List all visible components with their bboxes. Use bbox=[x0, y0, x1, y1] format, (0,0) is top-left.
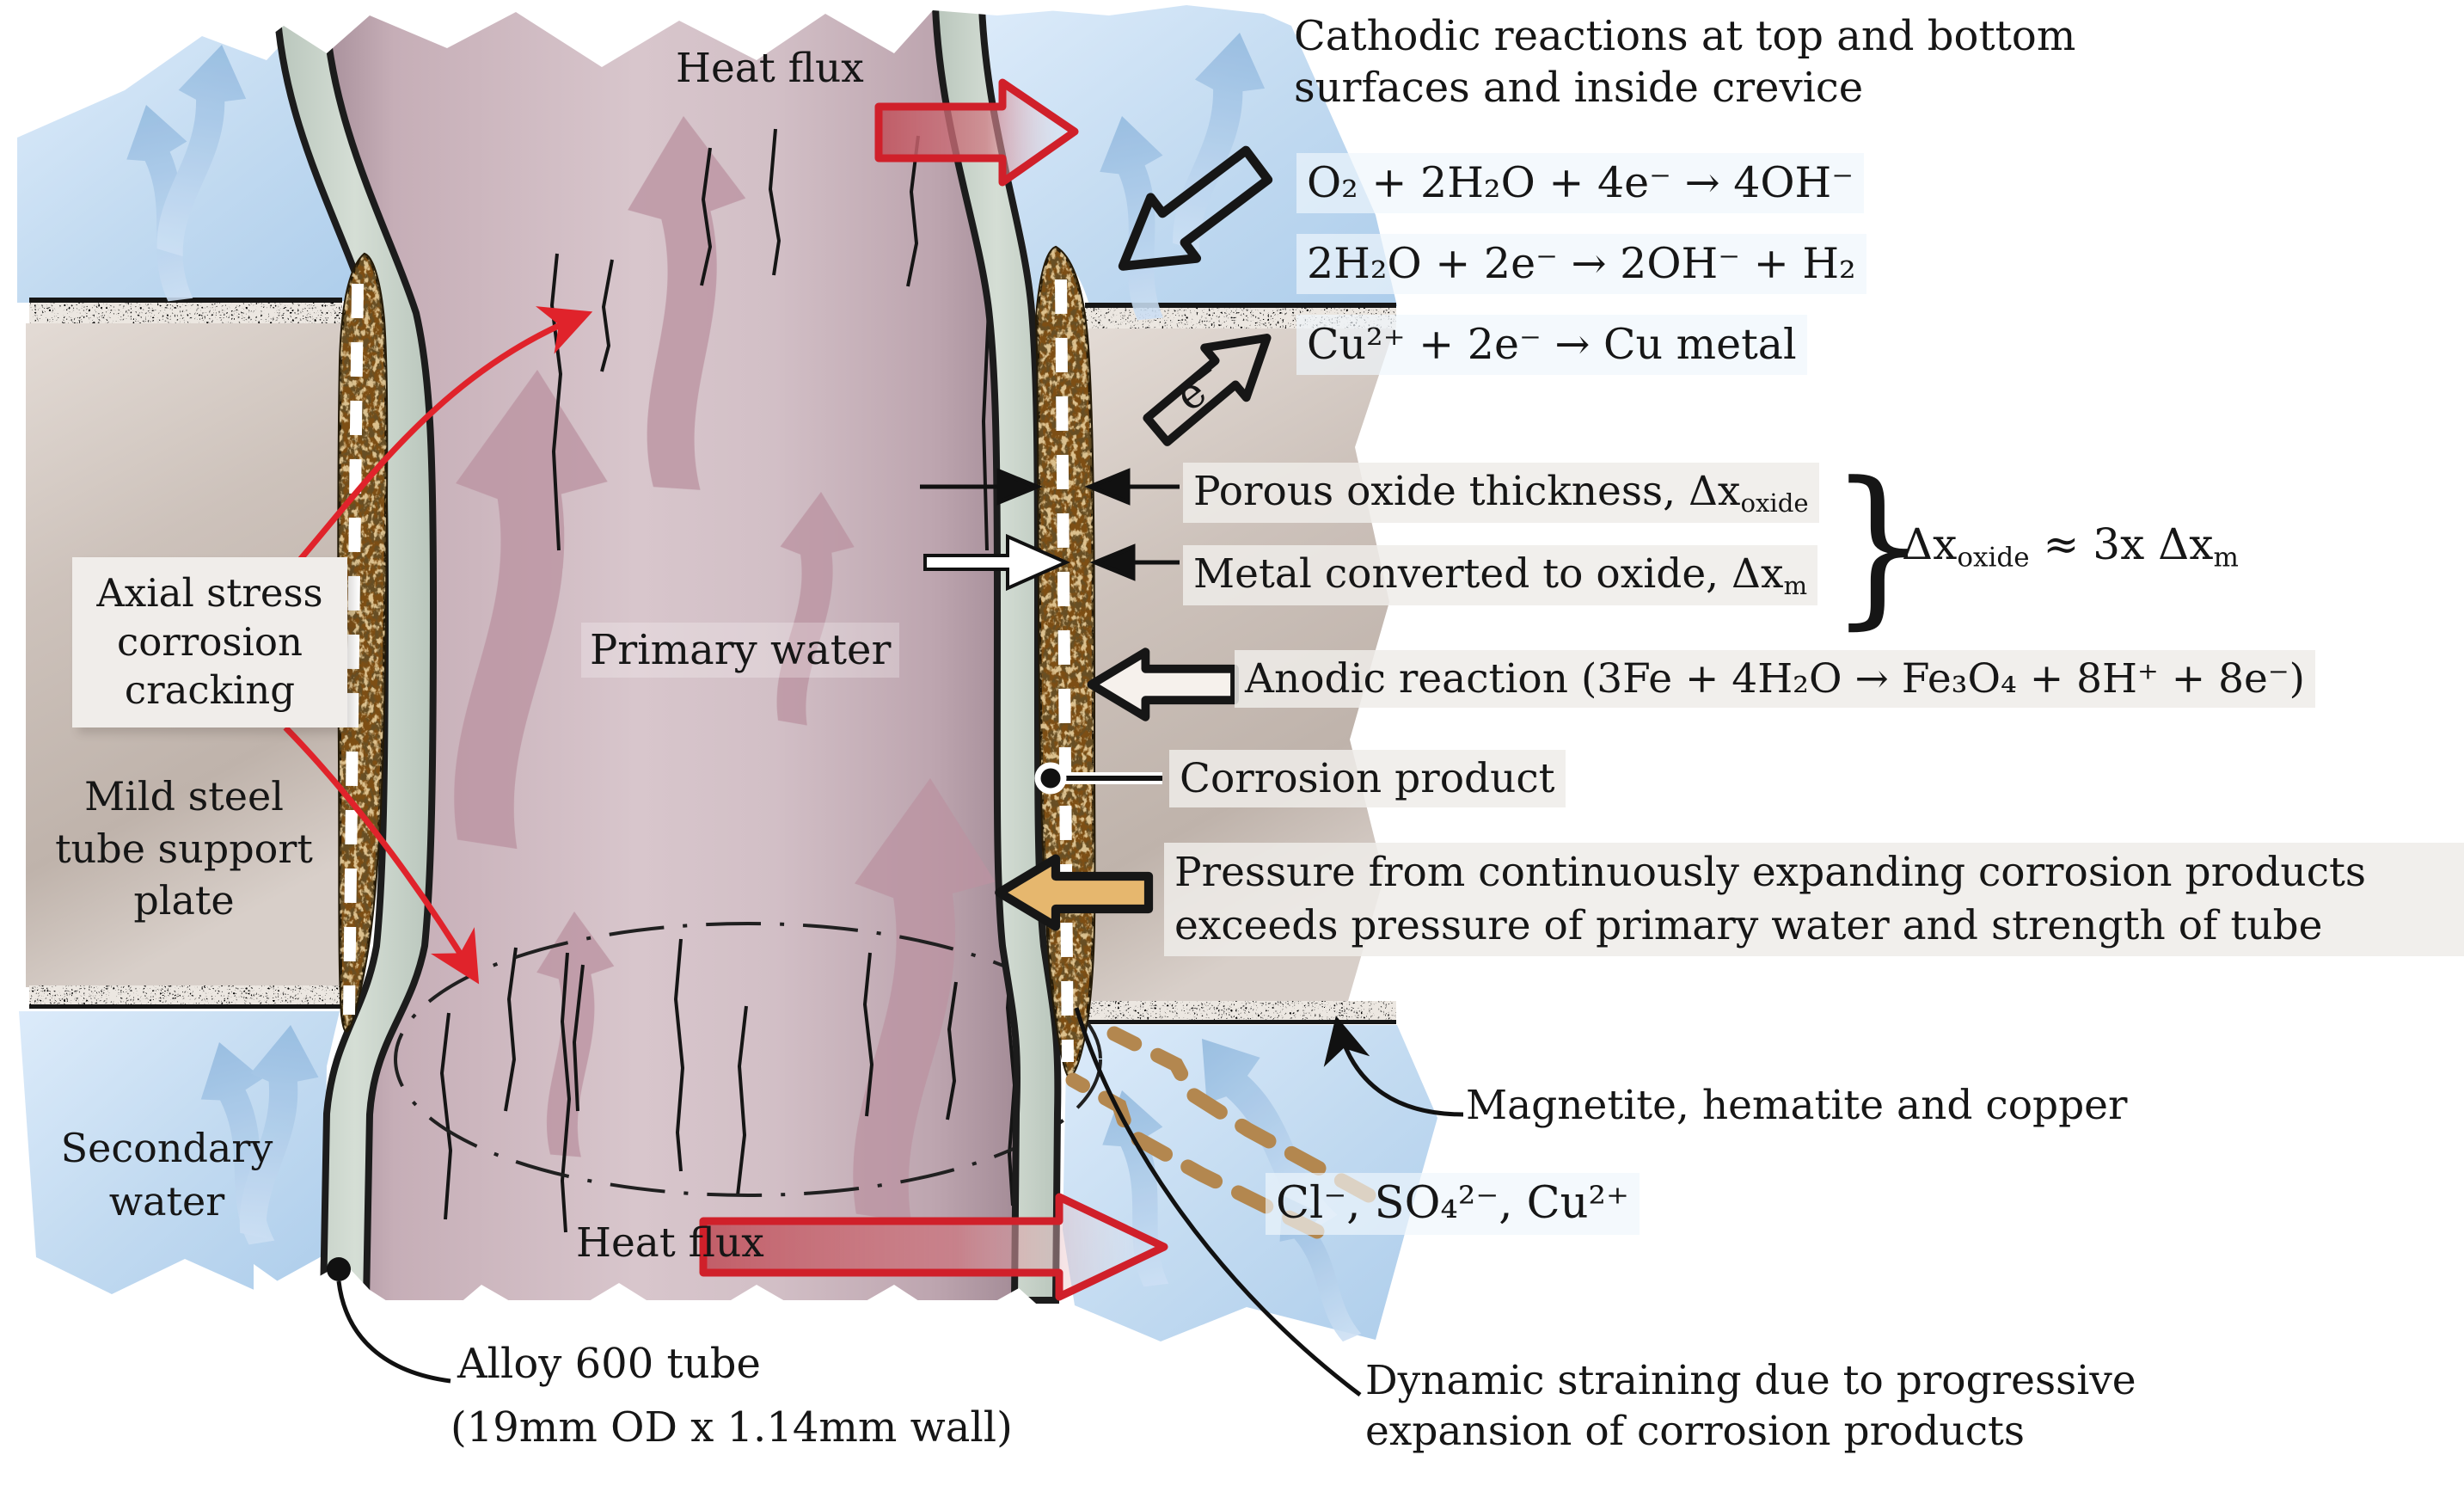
anodic-reaction-label: Anodic reaction (3Fe + 4H₂O → Fe₃O₄ + 8H… bbox=[1235, 650, 2315, 709]
oxide-ratio-label: Δxoxide ≈ 3x Δxm bbox=[1902, 518, 2239, 575]
bulge-ellipse bbox=[394, 922, 1102, 1197]
oxide-ratio-p1: Δx bbox=[1902, 519, 1958, 569]
crack-line bbox=[600, 259, 614, 372]
heat-flux-bottom-label: Heat flux bbox=[576, 1218, 764, 1268]
secondary-water-top-right bbox=[985, 5, 1397, 310]
pressure-label: Pressure from continuously expanding cor… bbox=[1164, 843, 2464, 957]
corrosion-product-text: Corrosion product bbox=[1180, 755, 1555, 802]
crack-line bbox=[573, 964, 585, 1112]
axial-cracking-pointer-top bbox=[297, 306, 593, 563]
heat-flux-arrow-bottom-icon bbox=[699, 1193, 1168, 1301]
crack-line bbox=[736, 1005, 748, 1196]
heat-flux-arrow-top-icon bbox=[874, 78, 1079, 187]
primary-water-text: Primary water bbox=[590, 626, 892, 674]
dynamic-straining-leader bbox=[1074, 1007, 1362, 1397]
tear-bottom bbox=[254, 1262, 1059, 1359]
dynamic-straining-label: Dynamic straining due to progressive exp… bbox=[1365, 1355, 2182, 1457]
alloy-tube-text1: Alloy 600 tube bbox=[457, 1340, 761, 1388]
crack-line bbox=[440, 1012, 452, 1220]
crack-line bbox=[561, 952, 571, 1233]
crack-line bbox=[550, 253, 562, 551]
support-plate-text: Mild steel tube support plate bbox=[55, 773, 313, 924]
metal-converted-text: Metal converted to oxide, Δx bbox=[1193, 550, 1784, 598]
heat-flux-top-text: Heat flux bbox=[676, 45, 864, 92]
porous-oxide-text: Porous oxide thickness, Δx bbox=[1193, 468, 1741, 515]
tear-top bbox=[267, 0, 1079, 67]
dynamic-straining-text: Dynamic straining due to progressive exp… bbox=[1365, 1357, 2136, 1456]
corrosion-product-label: Corrosion product bbox=[1169, 750, 1566, 808]
alloy-tube-leader bbox=[336, 1280, 451, 1384]
leader-lines bbox=[283, 306, 1464, 1397]
heat-flux-bottom-text: Heat flux bbox=[576, 1219, 764, 1267]
deposit-dashed-line-left bbox=[343, 283, 364, 1016]
porous-oxide-sub: oxide bbox=[1740, 488, 1809, 519]
crevice-deposits bbox=[337, 246, 1096, 1078]
heat-flux-arrows bbox=[699, 78, 1168, 1301]
eq-copper-text: Cu²⁺ + 2e⁻ → Cu metal bbox=[1307, 320, 1797, 369]
crack-line bbox=[504, 947, 518, 1112]
ions-label: Cl⁻, SO₄²⁻, Cu²⁺ bbox=[1266, 1173, 1640, 1236]
eq-water-text: 2H₂O + 2e⁻ → 2OH⁻ + H₂ bbox=[1307, 239, 1856, 288]
oxide-ratio-p2: ≈ 3x Δx bbox=[2029, 519, 2214, 569]
eq-oxygen-text: O₂ + 2H₂O + 4e⁻ → 4OH⁻ bbox=[1307, 158, 1854, 207]
deposit-dashed-line-right bbox=[1055, 279, 1074, 1063]
magnetite-text: Magnetite, hematite and copper bbox=[1466, 1082, 2128, 1129]
tube-interior bbox=[325, 7, 1018, 1300]
porous-oxide-label: Porous oxide thickness, Δxoxide bbox=[1183, 463, 1819, 523]
oxide-ratio-s2: m bbox=[2213, 542, 2239, 574]
metal-converted-white-arrow-icon bbox=[923, 533, 1070, 592]
alloy-tube-label-line1: Alloy 600 tube bbox=[457, 1338, 761, 1390]
crack-line bbox=[674, 938, 684, 1172]
pressure-text: Pressure from continuously expanding cor… bbox=[1174, 849, 2367, 950]
heat-flux-top-label: Heat flux bbox=[676, 43, 864, 94]
cathodic-heading-text: Cathodic reactions at top and bottom sur… bbox=[1294, 12, 2076, 113]
cathodic-eq-oxygen: O₂ + 2H₂O + 4e⁻ → 4OH⁻ bbox=[1296, 153, 1865, 213]
anodic-reaction-text: Anodic reaction (3Fe + 4H₂O → Fe₃O₄ + 8H… bbox=[1245, 655, 2305, 703]
crack-line bbox=[863, 952, 873, 1117]
crack-line bbox=[700, 147, 712, 286]
axial-cracking-pointer-bottom bbox=[283, 725, 480, 985]
magnetite-leader bbox=[1323, 1016, 1464, 1117]
secondary-water-label: Secondary water bbox=[48, 1121, 285, 1228]
oxide-measure-arrows bbox=[920, 468, 1180, 592]
alloy-tube-label-line2: (19mm OD x 1.14mm wall) bbox=[451, 1402, 1013, 1453]
secondary-water-text: Secondary water bbox=[60, 1125, 273, 1225]
axial-cracking-text: Axial stress corrosion cracking bbox=[96, 570, 323, 714]
axial-cracking-label: Axial stress corrosion cracking bbox=[72, 557, 347, 728]
metal-converted-sub: m bbox=[1783, 571, 1808, 601]
primary-water-label: Primary water bbox=[581, 623, 900, 678]
cathodic-eq-water: 2H₂O + 2e⁻ → 2OH⁻ + H₂ bbox=[1296, 234, 1866, 294]
crack-line bbox=[946, 981, 958, 1120]
crack-line bbox=[769, 128, 781, 276]
oxide-brace: } bbox=[1830, 453, 1927, 637]
alloy-tube-text2: (19mm OD x 1.14mm wall) bbox=[451, 1403, 1013, 1452]
magnetite-label: Magnetite, hematite and copper bbox=[1466, 1080, 2127, 1131]
cathodic-heading: Cathodic reactions at top and bottom sur… bbox=[1294, 10, 2102, 114]
support-plate-label: Mild steel tube support plate bbox=[40, 770, 328, 927]
oxide-ratio-s1: oxide bbox=[1957, 542, 2030, 574]
crack-line bbox=[906, 135, 920, 287]
corrosion-product-dot bbox=[1034, 762, 1067, 795]
metal-converted-label: Metal converted to oxide, Δxm bbox=[1183, 545, 1818, 605]
cathodic-eq-copper: Cu²⁺ + 2e⁻ → Cu metal bbox=[1296, 315, 1807, 375]
ions-text: Cl⁻, SO₄²⁻, Cu²⁺ bbox=[1276, 1178, 1629, 1229]
oxide-brace-glyph: } bbox=[1830, 445, 1928, 645]
ion-path-dashes bbox=[1065, 1026, 1376, 1239]
alloy-tube-dot bbox=[327, 1257, 351, 1281]
